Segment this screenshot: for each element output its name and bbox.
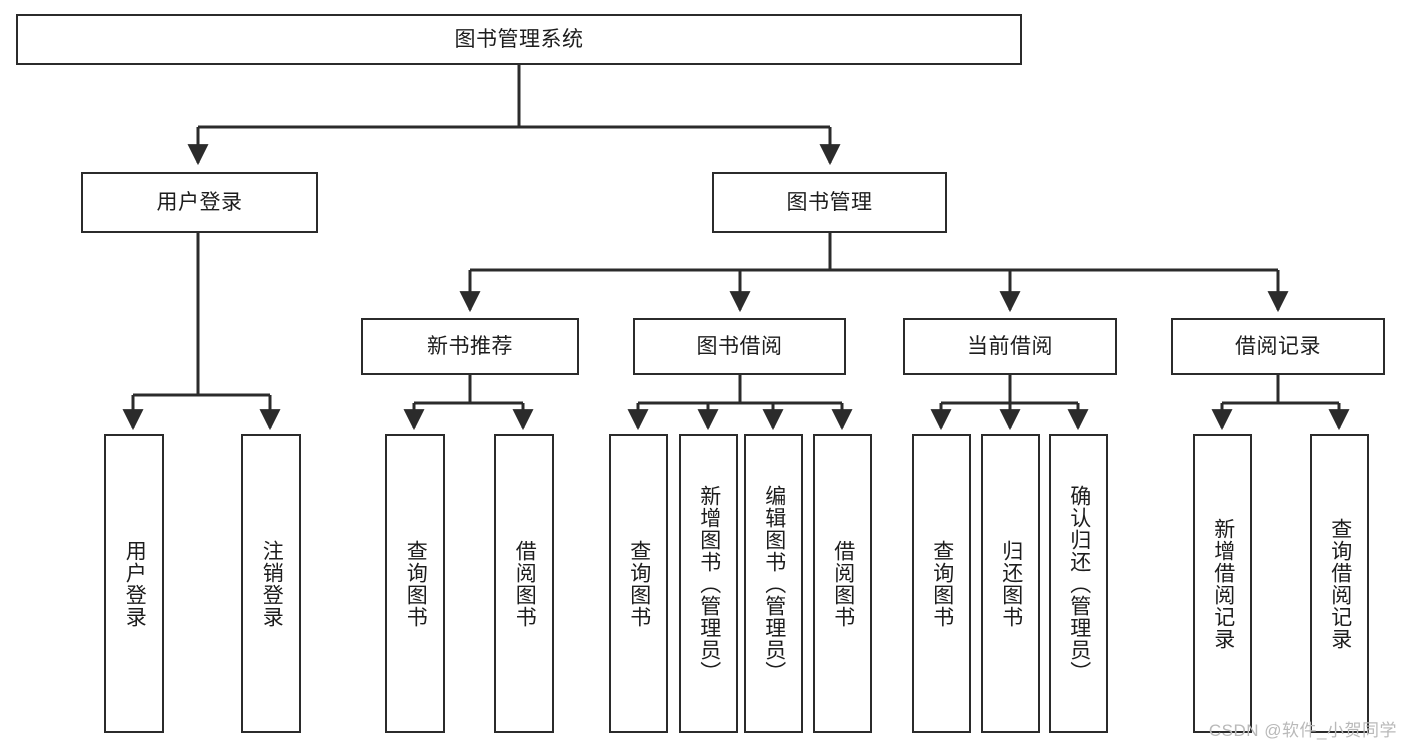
node-current-borrow[interactable]: 当前借阅 (903, 318, 1117, 375)
node-label: 注销登录 (260, 539, 284, 628)
node-label: 借阅图书 (831, 539, 855, 628)
node-label: 确认归还（管理员） (1067, 484, 1091, 683)
node-label: 借阅记录 (1235, 334, 1321, 358)
node-label: 查询图书 (930, 539, 954, 628)
node-borrow-record[interactable]: 借阅记录 (1171, 318, 1385, 375)
node-label: 用户登录 (156, 190, 243, 214)
leaf-query-book-recommend[interactable]: 查询图书 (385, 434, 445, 733)
leaf-add-borrow-record[interactable]: 新增借阅记录 (1193, 434, 1252, 733)
node-book-manage[interactable]: 图书管理 (712, 172, 947, 233)
leaf-logout[interactable]: 注销登录 (241, 434, 301, 733)
leaf-borrow-book-recommend[interactable]: 借阅图书 (494, 434, 554, 733)
leaf-borrow-book[interactable]: 借阅图书 (813, 434, 872, 733)
leaf-edit-book[interactable]: 编辑图书（管理员） (744, 434, 803, 733)
leaf-confirm-return[interactable]: 确认归还（管理员） (1049, 434, 1108, 733)
node-label: 图书管理 (786, 190, 873, 214)
node-label: 归还图书 (999, 539, 1023, 628)
leaf-user-login[interactable]: 用户登录 (104, 434, 164, 733)
node-book-borrow[interactable]: 图书借阅 (633, 318, 846, 375)
node-label: 借阅图书 (513, 539, 537, 628)
leaf-return-book[interactable]: 归还图书 (981, 434, 1040, 733)
node-label: 用户登录 (123, 539, 147, 628)
node-new-book-recommend[interactable]: 新书推荐 (361, 318, 579, 375)
leaf-query-book-borrow[interactable]: 查询图书 (609, 434, 668, 733)
node-label: 图书借阅 (696, 334, 783, 358)
leaf-query-borrow-record[interactable]: 查询借阅记录 (1310, 434, 1369, 733)
node-label: 图书管理系统 (454, 27, 584, 51)
leaf-query-book-current[interactable]: 查询图书 (912, 434, 971, 733)
node-user-login[interactable]: 用户登录 (81, 172, 318, 233)
node-label: 新书推荐 (427, 334, 513, 358)
node-label: 查询借阅记录 (1328, 517, 1352, 650)
leaf-add-book[interactable]: 新增图书（管理员） (679, 434, 738, 733)
node-label: 编辑图书（管理员） (762, 484, 786, 683)
node-label: 新增借阅记录 (1211, 517, 1235, 650)
node-label: 查询图书 (627, 539, 651, 628)
node-label: 当前借阅 (967, 334, 1053, 358)
node-root-book-management-system[interactable]: 图书管理系统 (16, 14, 1022, 65)
watermark-text: CSDN @软件_小贺同学 (1208, 721, 1397, 740)
node-label: 新增图书（管理员） (697, 484, 721, 683)
node-label: 查询图书 (404, 539, 428, 628)
